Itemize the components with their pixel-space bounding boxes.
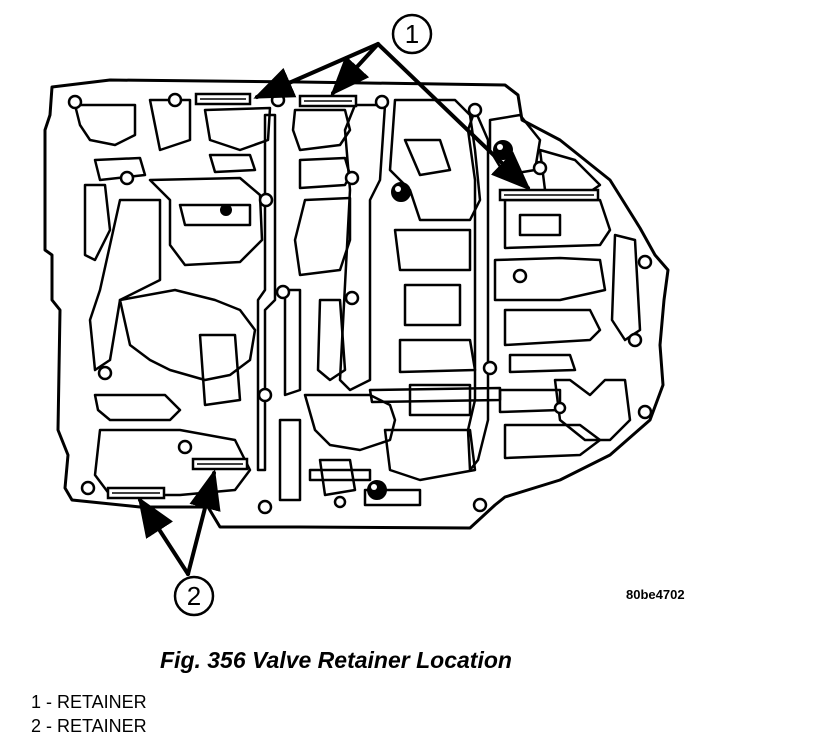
legend: 1 - RETAINER 2 - RETAINER [31, 690, 147, 738]
callout-1: 1 [391, 13, 433, 55]
check-ball-highlights [371, 144, 503, 490]
callout-2-number: 2 [187, 581, 201, 611]
figure-reference-code: 80be4702 [626, 587, 685, 602]
leader-arrows [137, 42, 531, 576]
legend-item: 1 - RETAINER [31, 692, 147, 712]
valve-retainers [106, 92, 600, 500]
bolt-holes [67, 92, 653, 515]
callout-1-number: 1 [405, 19, 419, 49]
valve-body-channels [73, 98, 642, 507]
figure-caption: Fig. 356 Valve Retainer Location [160, 647, 512, 673]
callout-2: 2 [173, 575, 215, 617]
valve-body-diagram: 1 2 [43, 13, 670, 617]
valve-body-outline [43, 78, 670, 530]
legend-item: 2 - RETAINER [31, 716, 147, 736]
